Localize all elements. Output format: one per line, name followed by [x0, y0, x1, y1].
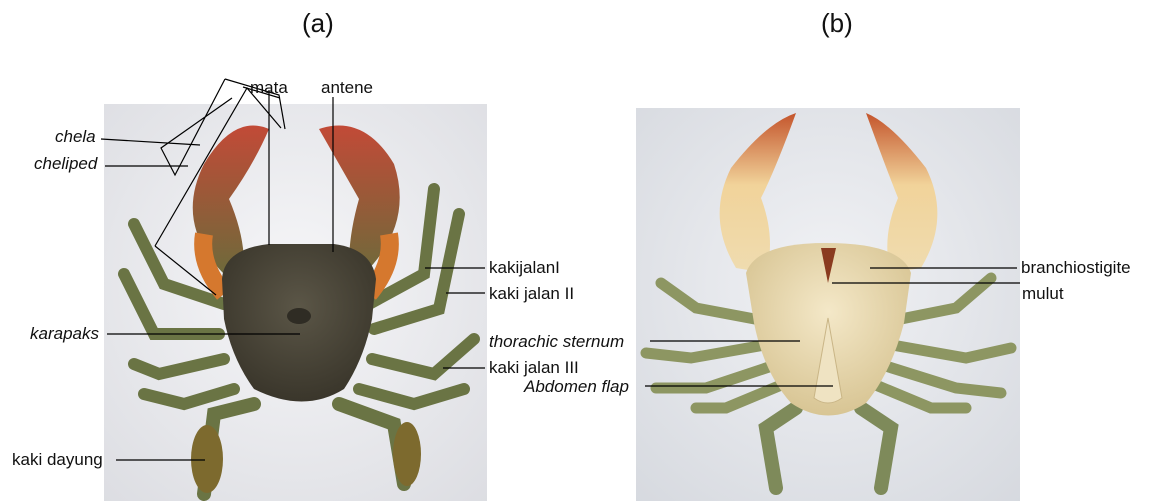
label-mata: mata	[250, 78, 288, 98]
label-kakidayung: kaki dayung	[12, 450, 103, 470]
label-kakijalan1: kakijalanI	[489, 258, 560, 278]
label-abdomen-flap: Abdomen flap	[524, 377, 629, 397]
label-antene: antene	[321, 78, 373, 98]
label-cheliped: cheliped	[34, 154, 97, 174]
label-karapaks: karapaks	[30, 324, 99, 344]
label-kakijalan2: kaki jalan II	[489, 284, 574, 304]
label-thorachic-sternum: thorachic sternum	[489, 332, 624, 352]
label-kakijalan3: kaki jalan III	[489, 358, 579, 378]
label-mulut: mulut	[1022, 284, 1064, 304]
label-chela: chela	[55, 127, 96, 147]
label-branchiostigite: branchiostigite	[1021, 258, 1131, 278]
